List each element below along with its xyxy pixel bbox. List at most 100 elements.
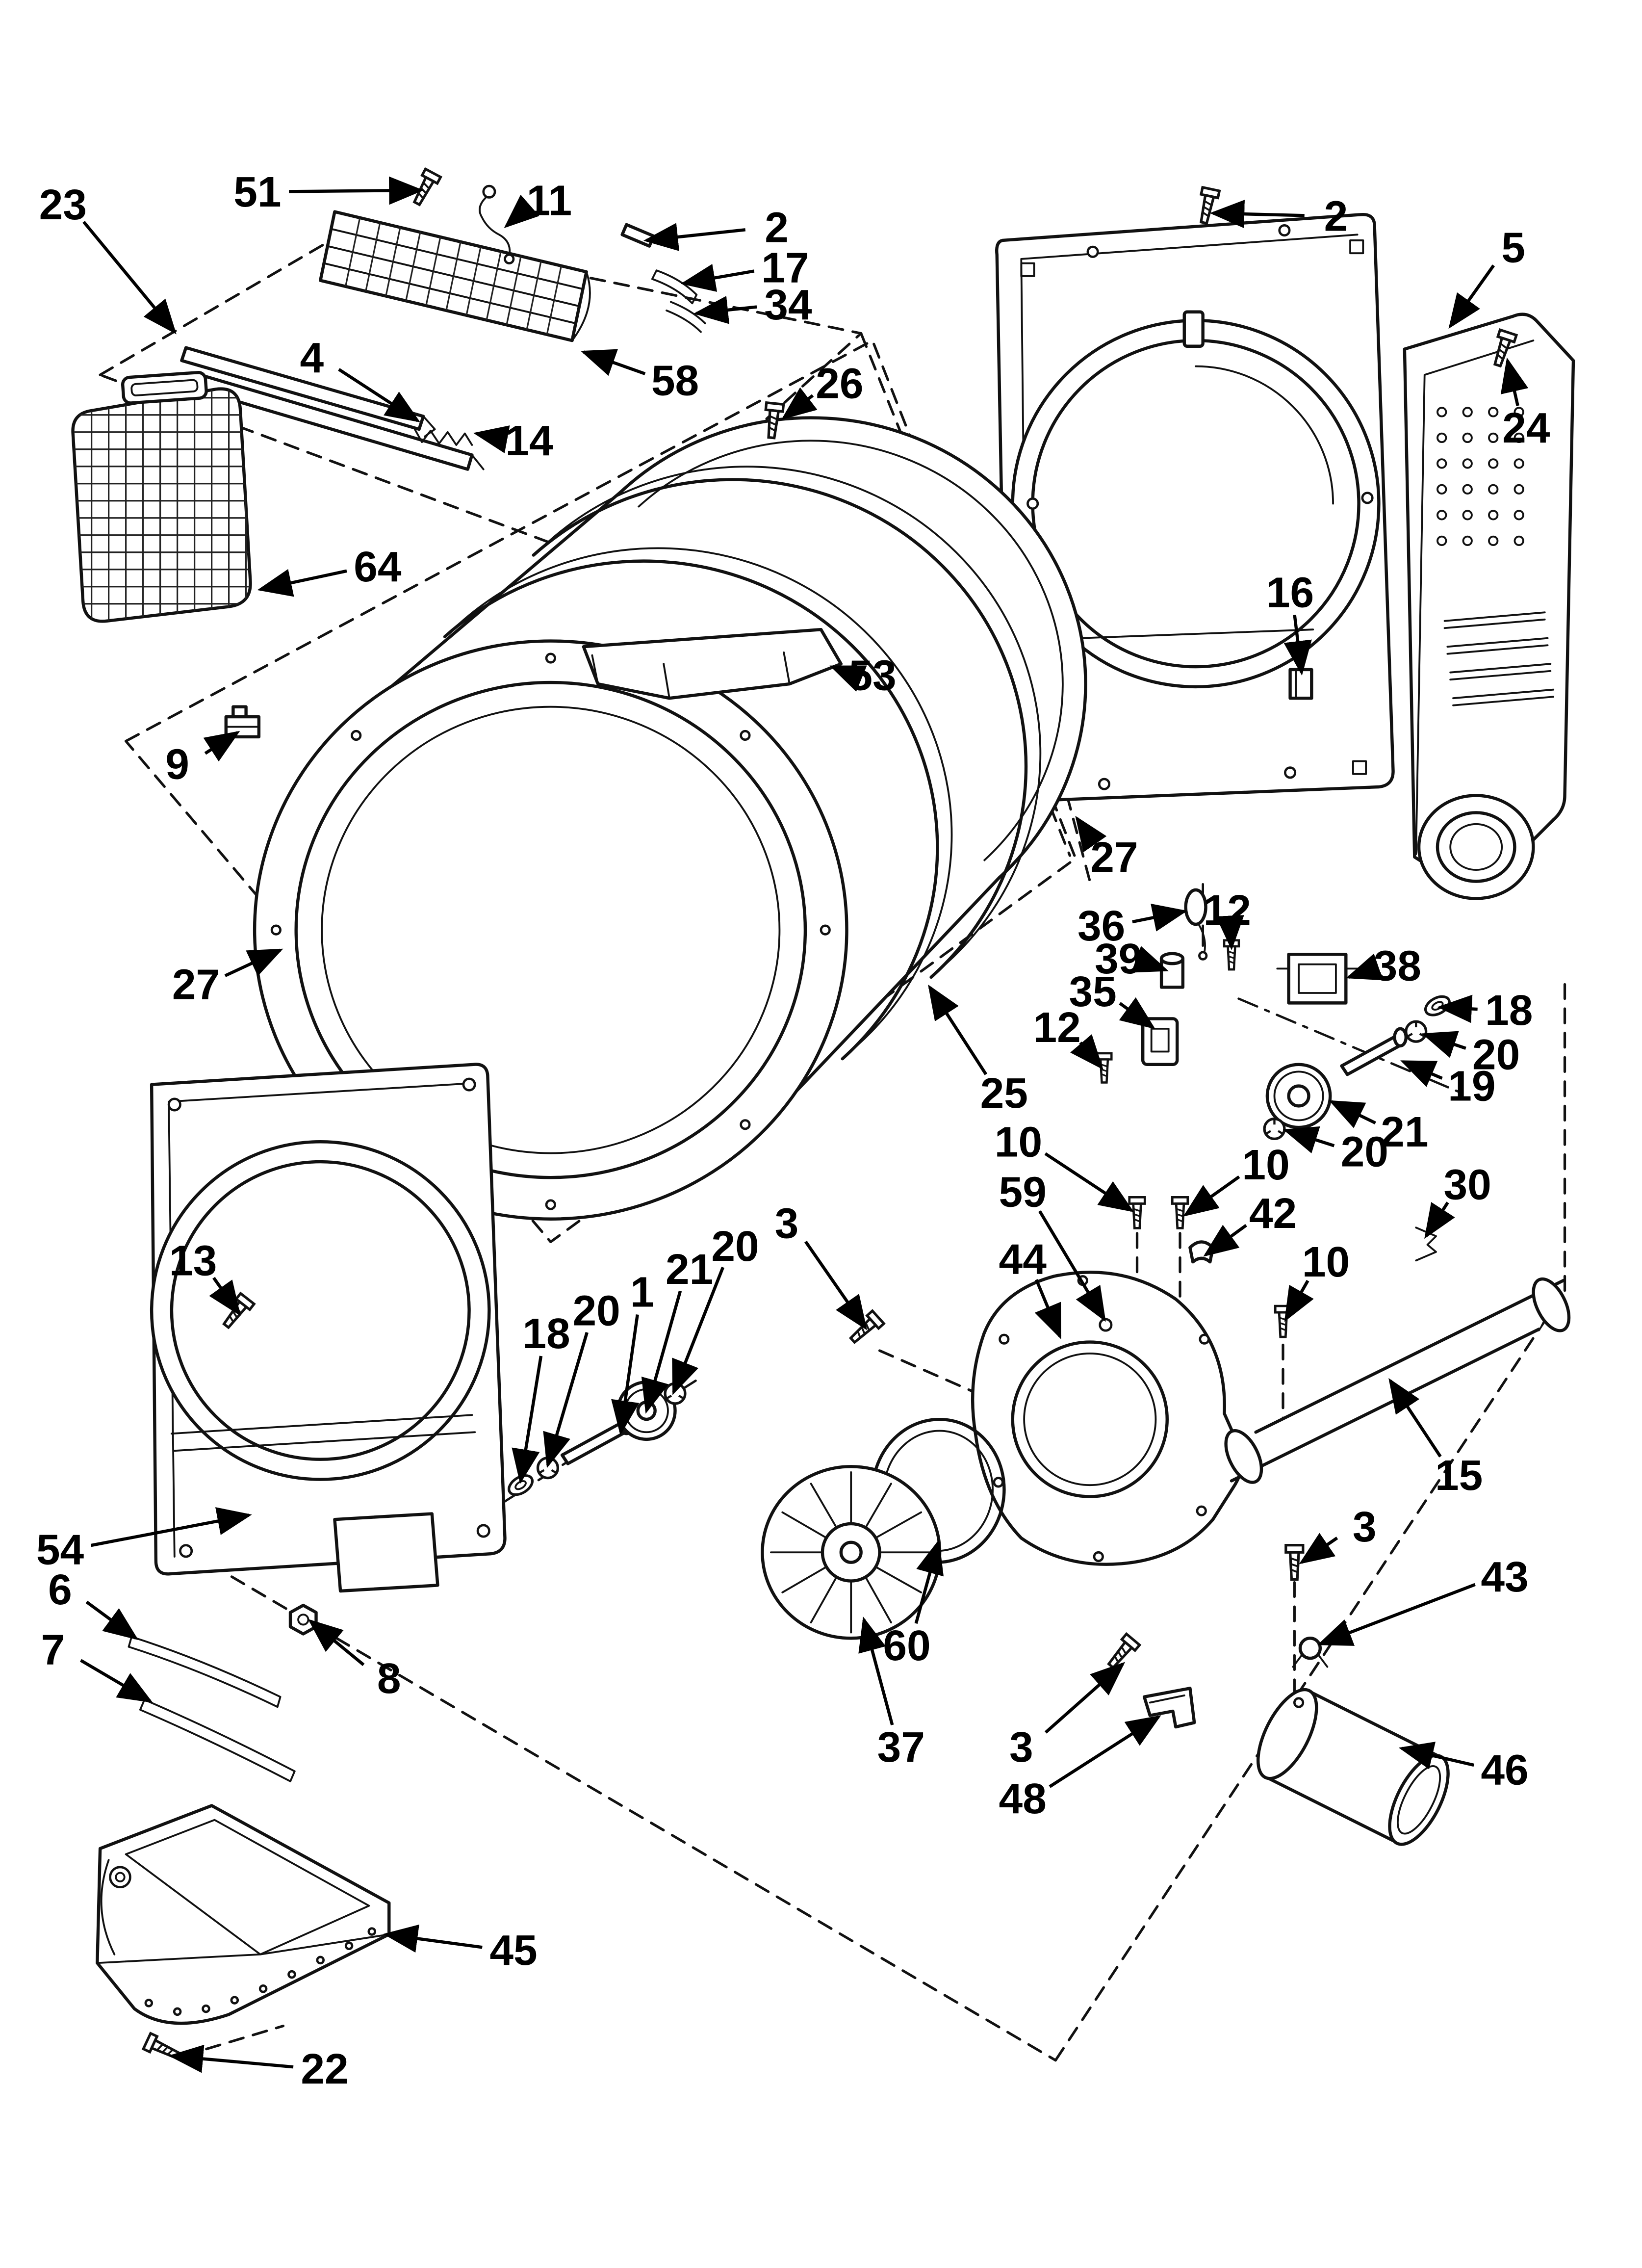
callout-39: 39	[1095, 935, 1142, 983]
nut-8	[288, 1603, 318, 1636]
thermal-bulb-36	[1184, 888, 1207, 926]
callout-12: 12	[1033, 1003, 1081, 1051]
felt-seal-6	[128, 1636, 282, 1708]
callout-21: 21	[1381, 1108, 1428, 1156]
rear-outer-panel	[1403, 313, 1575, 900]
callout-51: 51	[233, 168, 281, 216]
clip-2	[620, 223, 655, 248]
callout-leader-12	[1216, 915, 1244, 951]
felt-seal-7	[139, 1698, 296, 1782]
callout-10: 10	[1302, 1238, 1350, 1286]
vent-pipe	[1224, 1277, 1571, 1484]
callout-24: 24	[1502, 404, 1550, 452]
callout-5: 5	[1501, 224, 1525, 272]
callout-3: 3	[775, 1199, 799, 1248]
clip-30	[1415, 1226, 1437, 1262]
screw-51	[410, 169, 441, 207]
callout-11: 11	[527, 176, 572, 224]
strip-17	[651, 269, 698, 305]
callout-45: 45	[489, 1926, 537, 1974]
callout-leader-43	[1317, 1583, 1476, 1646]
callout-leader-20	[1421, 1031, 1466, 1058]
callout-1: 1	[630, 1268, 654, 1316]
callout-leader-60	[914, 1539, 944, 1624]
callout-leader-10	[1183, 1175, 1240, 1217]
callout-leader-35	[1119, 997, 1155, 1029]
front-bulkhead	[128, 1063, 507, 1782]
callout-8: 8	[377, 1654, 401, 1702]
callout-20: 20	[1341, 1128, 1388, 1176]
callout-13: 13	[169, 1236, 217, 1284]
callout-22: 22	[301, 2045, 348, 2093]
strip-34	[666, 301, 706, 333]
callout-leader-27	[1075, 815, 1107, 853]
callout-leader-4	[338, 368, 420, 422]
callout-18: 18	[1485, 986, 1533, 1034]
callout-leader-21	[1329, 1100, 1376, 1128]
heater-can-group	[1104, 1545, 1450, 1846]
callout-leader-15	[1388, 1378, 1442, 1458]
callout-leader-24	[1500, 357, 1529, 406]
callout-leader-7	[79, 1659, 153, 1703]
callout-17: 17	[761, 243, 809, 291]
callout-leader-19	[1400, 1060, 1443, 1087]
blower-assembly	[761, 1197, 1437, 1640]
callout-leader-27	[224, 948, 283, 977]
screw-10c	[1275, 1306, 1290, 1337]
heater-can-46	[1256, 1688, 1450, 1846]
callout-26: 26	[816, 360, 863, 408]
screw-22	[143, 2033, 181, 2063]
callout-20: 20	[1472, 1030, 1520, 1078]
callout-leader-3	[1044, 1662, 1126, 1734]
callout-leader-10	[1284, 1279, 1314, 1322]
callout-10: 10	[1242, 1141, 1289, 1189]
callout-leader-45	[383, 1924, 483, 1953]
callout-12: 12	[1204, 886, 1251, 934]
callout-leader-16	[1283, 615, 1312, 676]
callout-leader-59	[1038, 1210, 1106, 1322]
callout-25: 25	[980, 1069, 1028, 1117]
callout-leader-3	[1299, 1533, 1338, 1564]
blower-wheel-37	[761, 1465, 942, 1640]
callout-27: 27	[172, 960, 220, 1008]
callout-leader-30	[1424, 1201, 1455, 1239]
callout-leader-3	[804, 1240, 868, 1330]
callout-leader-44	[1034, 1279, 1061, 1339]
callout-23: 23	[39, 181, 87, 229]
screw-12b	[1097, 1053, 1112, 1082]
callout-leader-39	[1131, 946, 1169, 973]
callout-34: 34	[764, 281, 812, 329]
callout-leader-14	[473, 425, 510, 453]
callout-43: 43	[1481, 1553, 1528, 1601]
callout-54: 54	[36, 1525, 84, 1573]
callout-37: 37	[877, 1723, 925, 1771]
callout-leader-64	[257, 569, 347, 597]
callout-leader-6	[85, 1600, 139, 1641]
callout-10: 10	[995, 1118, 1042, 1166]
dryer-drum	[253, 403, 1087, 1221]
callout-leader-38	[1346, 953, 1384, 981]
callout-leader-5	[1448, 264, 1495, 329]
callout-15: 15	[1435, 1451, 1483, 1499]
callout-leader-46	[1398, 1742, 1474, 1770]
callout-42: 42	[1249, 1189, 1297, 1237]
screw-10b	[1172, 1197, 1187, 1228]
callout-leader-11	[504, 194, 539, 229]
callout-leader-53	[829, 665, 867, 692]
callout-leader-48	[1049, 1715, 1161, 1788]
screw-10a	[1129, 1197, 1145, 1228]
callout-35: 35	[1069, 967, 1116, 1016]
drum-baffle-53	[582, 627, 843, 700]
callout-leader-8	[308, 1619, 365, 1666]
lint-grille-assembly	[180, 169, 706, 471]
screw-3a	[847, 1311, 884, 1347]
callout-2: 2	[1324, 192, 1348, 240]
callout-leader-34	[693, 296, 757, 324]
callout-leader-37	[858, 1616, 894, 1725]
lint-duct-45	[96, 1804, 391, 2063]
callout-21: 21	[666, 1245, 713, 1293]
callout-leader-2	[1209, 200, 1305, 229]
callout-leader-36	[1132, 904, 1188, 932]
